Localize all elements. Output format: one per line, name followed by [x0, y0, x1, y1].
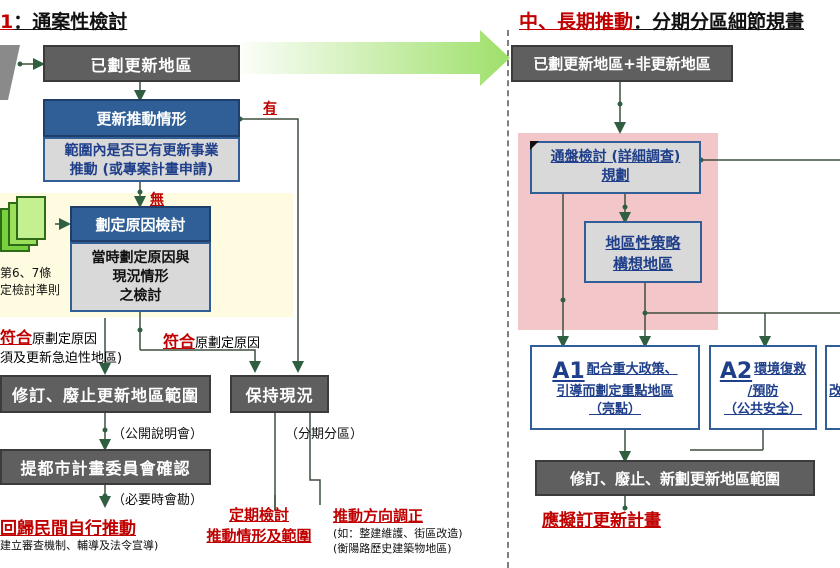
reason-detail-box: 當時劃定原因與 現況情形 之檢討 — [70, 242, 211, 312]
nomatch-note: 符合原劃定原因 須及更新急迫性地區) — [0, 328, 122, 368]
a2-line1: 環境復救 — [754, 362, 807, 377]
a1-box: A1 配合重大政策、 引導而劃定重點地區 （亮點） — [530, 345, 700, 430]
scope-question-line1: 範圍內是否已有更新事業 — [64, 143, 219, 159]
committee-confirm-box: 提都市計畫委員會確認 — [0, 449, 211, 485]
right-phase-title: 中、長期推動：分期分區細節規畫 — [519, 7, 804, 34]
survey-line1: 通盤檢討 (詳細調查) — [550, 149, 681, 165]
result-private-sub: 建立審查機制、輔導及法令宣導) — [0, 539, 159, 552]
revise-new-area-box: 修訂、廢止、新劃更新地區範圍 — [535, 460, 815, 496]
reason-detail-line1: 當時劃定原因與 — [91, 250, 190, 266]
a2-code: A2 — [719, 359, 753, 384]
public-hearing-note: （公開說明會） — [112, 427, 204, 442]
match-label: 符合 — [163, 332, 196, 351]
combined-area-box: 已劃更新地區+非更新地區 — [511, 45, 733, 82]
left-phase-number: 1 — [0, 11, 14, 33]
label-yes: 有 — [263, 101, 277, 117]
left-phase-title: 1：通案性檢討 — [0, 7, 127, 34]
result-periodic-line1: 定期檢討 — [228, 506, 289, 524]
left-phase-title-text: ：通案性檢討 — [13, 11, 128, 33]
right-phase-title-black: ：分期分區細節規畫 — [633, 11, 805, 33]
result-direction-sub1: (如：整建維護、街區改造) — [333, 527, 463, 540]
a1-line3: （亮點） — [588, 402, 641, 417]
a2-line2: /預防 — [747, 384, 779, 399]
a1-line2: 引導而劃定重點地區 — [556, 384, 674, 399]
keep-status-box: 保持現況 — [230, 375, 329, 413]
survey-corner-mark — [530, 141, 539, 150]
a3-partial-text: 改 — [829, 384, 840, 399]
reason-detail-line2: 現況情形 — [112, 269, 169, 285]
reason-check-box: 劃定原因檢討 — [70, 206, 211, 242]
site-visit-note: （必要時會勘） — [112, 493, 204, 508]
revise-area-box: 修訂、廢止更新地區範圍 — [0, 375, 211, 413]
scope-question-line2: 推動 (或專案計畫申請) — [69, 162, 214, 178]
phased-note: （分期分區） — [285, 427, 364, 442]
regulation-note-line1: 第6、7條 — [0, 266, 52, 280]
result-direction: 推動方向調正 (如：整建維護、街區改造) (衡陽路歷史建築物地區) — [333, 505, 463, 556]
match-note: 符合原劃定原因 — [163, 328, 260, 352]
result-direction-title: 推動方向調正 — [333, 507, 424, 525]
regulation-document-icon — [0, 196, 60, 258]
survey-box: 通盤檢討 (詳細調查) 規劃 — [530, 141, 701, 194]
scope-question-box: 範圍內是否已有更新事業 推動 (或專案計畫申請) — [43, 137, 240, 182]
existing-renewal-area-box: 已劃更新地區 — [43, 45, 240, 82]
result-private: 回歸民間自行推動 — [0, 519, 136, 539]
reason-detail-line3: 之檢討 — [119, 288, 162, 304]
nomatch-label: 符合 — [0, 328, 33, 347]
promotion-status-box: 更新推動情形 — [43, 99, 240, 137]
a1-code: A1 — [552, 359, 585, 384]
survey-line2: 規劃 — [601, 168, 630, 184]
transition-arrow — [230, 30, 510, 86]
match-suffix: 原劃定原因 — [195, 336, 261, 351]
strategy-line1: 地區性策略 — [605, 234, 681, 252]
result-plan: 應擬訂更新計畫 — [542, 511, 661, 531]
a2-line3: （公共安全） — [723, 402, 802, 417]
a1-line1: 配合重大政策、 — [586, 362, 678, 377]
strategy-line2: 構想地區 — [612, 255, 673, 273]
right-phase-title-red: 中、長期推動 — [519, 11, 634, 33]
result-periodic: 定期檢討 推動情形及範圍 — [194, 505, 324, 547]
regulation-note-line2: 定檢討準則 — [0, 283, 61, 297]
label-no: 無 — [150, 192, 164, 208]
a3-box-partial: 改 — [825, 345, 840, 430]
regulation-note: 第6、7條 定檢討準則 — [0, 265, 60, 299]
result-periodic-line2: 推動情形及範圍 — [206, 527, 312, 545]
a2-box: A2 環境復救 /預防 （公共安全） — [709, 345, 817, 430]
result-direction-sub2: (衡陽路歷史建築物地區) — [333, 542, 452, 555]
nomatch-line2: 須及更新急迫性地區) — [0, 351, 123, 366]
phase-divider — [507, 30, 509, 568]
nomatch-suffix: 原劃定原因 — [32, 332, 98, 347]
strategy-box: 地區性策略 構想地區 — [584, 221, 702, 283]
